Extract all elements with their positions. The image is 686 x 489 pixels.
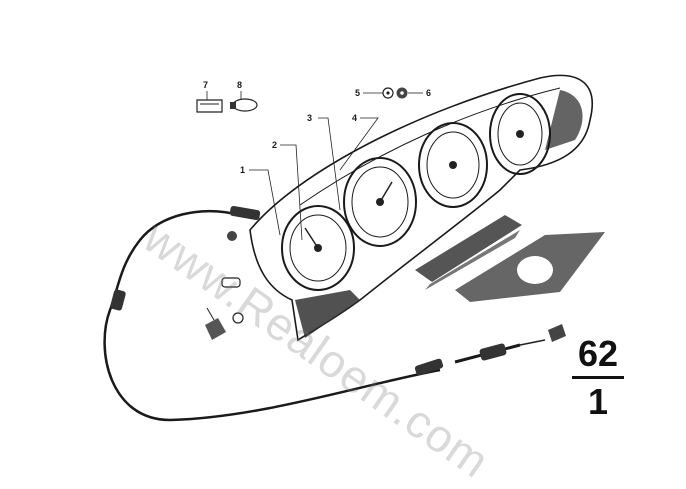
- gauge-1: [281, 205, 355, 291]
- bulb-8: [230, 98, 258, 112]
- warning-light-strip: [415, 215, 522, 290]
- callout-7: 7: [203, 80, 208, 90]
- callout-2: 2: [272, 140, 277, 150]
- callout-4: 4: [352, 113, 357, 123]
- group-number-divider: [572, 376, 624, 379]
- gauge-2: [343, 157, 417, 247]
- callout-6: 6: [426, 88, 431, 98]
- gauge-4: [489, 93, 551, 175]
- instrument-housing: [249, 74, 593, 342]
- group-number-top: 62: [577, 333, 619, 374]
- speedometer-cable: [103, 205, 566, 422]
- group-number-bottom: 1: [587, 381, 609, 422]
- callout-labels: 1 2 3 4 5 6 7 8: [203, 80, 431, 175]
- callout-1: 1: [240, 165, 245, 175]
- leader-lines: [206, 91, 423, 241]
- bulb-holder-lower: [221, 231, 241, 288]
- washer-5: [382, 87, 394, 99]
- knob: [205, 307, 244, 340]
- callout-8: 8: [237, 80, 242, 90]
- nut-6: [396, 87, 408, 99]
- bulb-socket-7: [196, 99, 223, 113]
- gasket: [455, 232, 605, 302]
- callout-5: 5: [355, 88, 360, 98]
- callout-3: 3: [307, 113, 312, 123]
- gauge-3: [418, 122, 488, 208]
